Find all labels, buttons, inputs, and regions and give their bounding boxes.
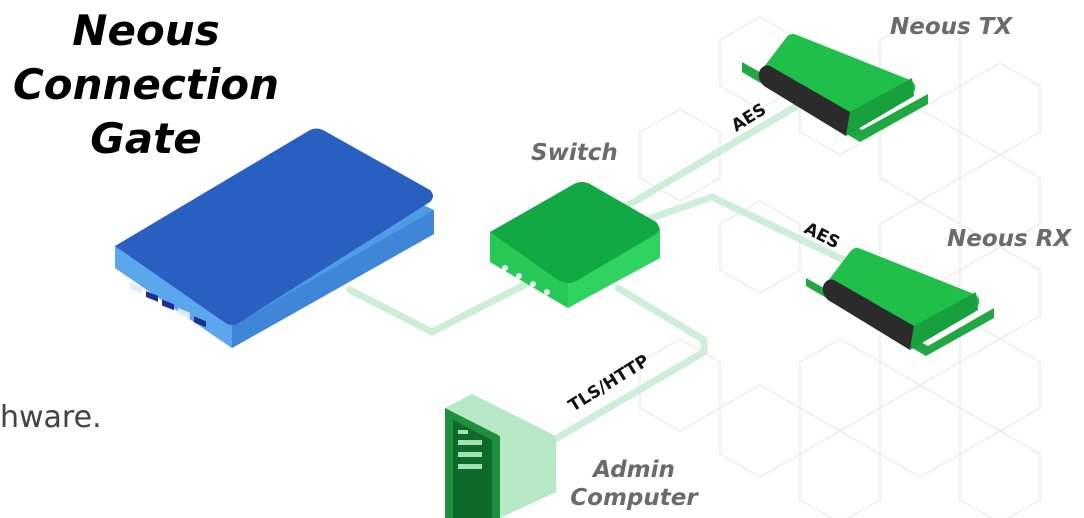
neous-rx-label: Neous RX: [947, 226, 1072, 252]
title-line-1: Neous: [72, 6, 220, 55]
admin-drive-bays: [458, 430, 482, 469]
neous-tx-device: [742, 34, 928, 142]
neous-tx-label: Neous TX: [890, 14, 1013, 40]
link-switch-rx: [636, 193, 852, 266]
switch-device: [490, 182, 660, 308]
link-gate-switch: [346, 278, 534, 336]
switch-port-leds: [502, 265, 550, 295]
admin-computer-label: Admin Computer: [564, 456, 704, 512]
page-title: Neous Connection Gate: [0, 4, 292, 166]
link-switch-tx: [616, 100, 804, 214]
switch-label: Switch: [531, 140, 618, 166]
links: [346, 100, 852, 452]
admin-label-line-2: Computer: [570, 485, 698, 511]
admin-computer-device: [445, 394, 556, 518]
title-line-2: Connection: [12, 60, 280, 109]
partial-caption-text: hware.: [0, 400, 102, 435]
link-switch-admin: [536, 284, 708, 452]
hex-background: [639, 15, 1041, 518]
connection-gate-device: [115, 128, 434, 348]
title-line-3: Gate: [90, 114, 202, 163]
gate-port-leds: [130, 282, 206, 328]
admin-label-line-1: Admin: [593, 457, 675, 483]
neous-rx-device: [806, 248, 994, 356]
